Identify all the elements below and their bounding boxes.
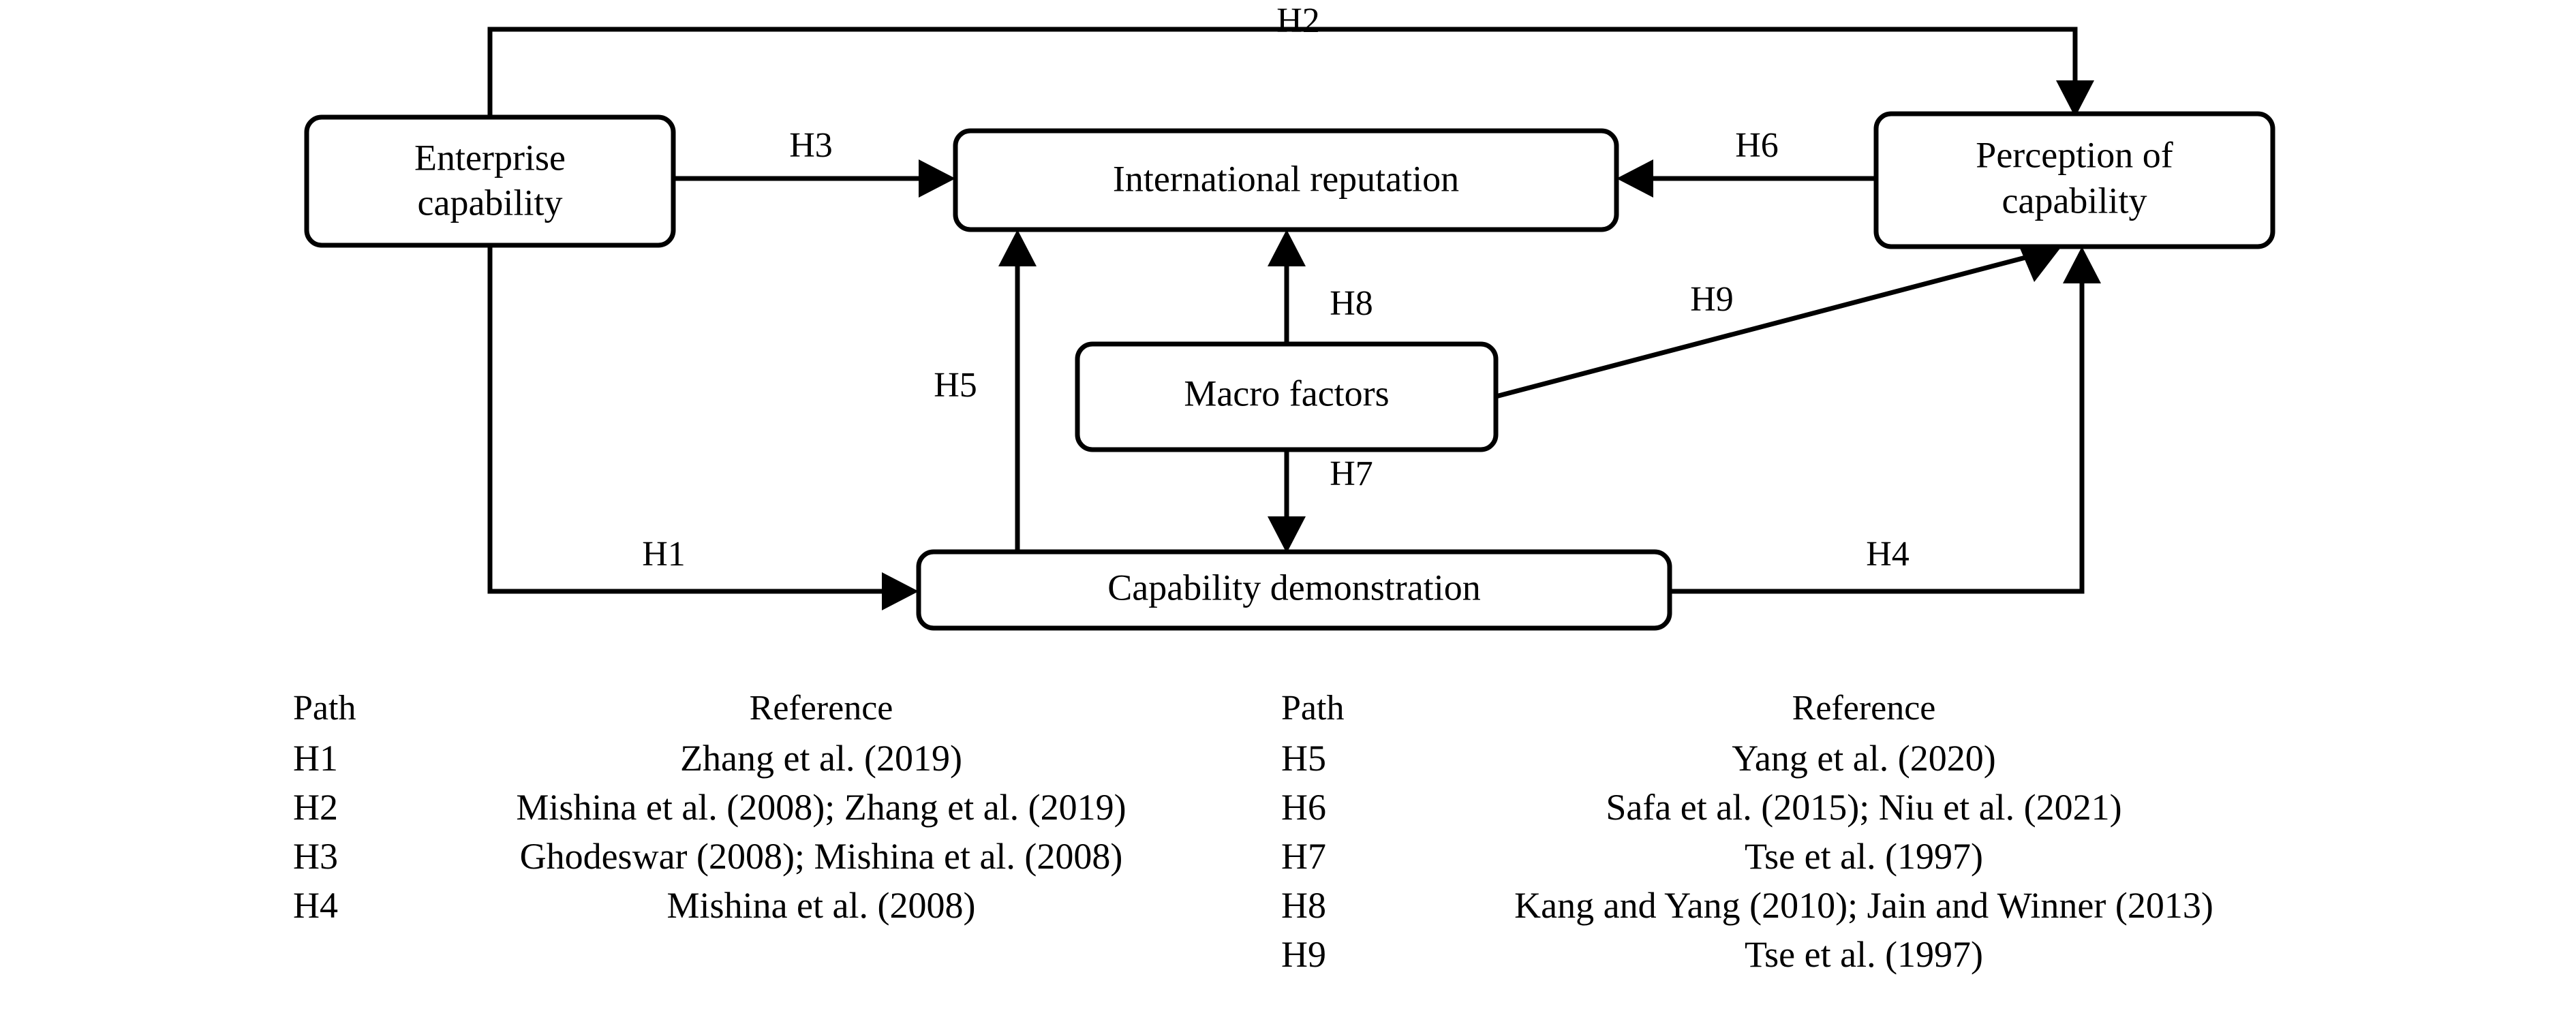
node-enterprise-capability-label-line1: Enterprise (414, 137, 566, 178)
edge-h9-label: H9 (1690, 280, 1734, 319)
reference-tables: Path Reference H1 Zhang et al. (2019) H2… (0, 688, 2576, 1028)
cell-path: H4 (293, 885, 338, 926)
edge-h8-label: H8 (1330, 284, 1373, 323)
table-header-row: Path Reference (1281, 688, 2344, 737)
cell-reference: Zhang et al. (2019) (680, 738, 962, 779)
edge-h1-label: H1 (642, 535, 686, 574)
node-international-reputation-label: International reputation (1113, 158, 1459, 199)
edge-h1-line (487, 245, 898, 594)
node-capability-demonstration-label: Capability demonstration (1107, 567, 1480, 608)
node-enterprise-capability-box[interactable] (304, 114, 676, 248)
cell-reference: Mishina et al. (2008); Zhang et al. (201… (516, 787, 1126, 828)
column-header-path: Path (1281, 689, 1345, 728)
cell-path: H7 (1281, 836, 1326, 877)
cell-path: H6 (1281, 787, 1326, 828)
edge-h1-arrowhead (882, 572, 919, 610)
cell-reference: Tse et al. (1997) (1744, 934, 1984, 975)
cell-reference: Ghodeswar (2008); Mishina et al. (2008) (519, 836, 1123, 877)
reference-table-left: Path Reference H1 Zhang et al. (2019) H2… (293, 688, 1247, 933)
table-row: H5 Yang et al. (2020) (1281, 737, 2344, 786)
table-row: H1 Zhang et al. (2019) (293, 737, 1247, 786)
cell-path: H1 (293, 738, 338, 779)
cell-path: H3 (293, 836, 338, 877)
edge-h6-label: H6 (1735, 126, 1779, 165)
edge-h1: H1 (487, 245, 919, 610)
edge-h6-arrowhead (1616, 159, 1653, 198)
edge-h4-label: H4 (1866, 535, 1910, 574)
node-enterprise-capability-label-line2: capability (418, 182, 563, 223)
node-perception-of-capability-label-line2: capability (2002, 180, 2147, 221)
column-header-reference: Reference (1792, 689, 1936, 728)
edge-h9-arrowhead (2019, 247, 2061, 282)
reference-table-right: Path Reference H5 Yang et al. (2020) H6 … (1281, 688, 2344, 982)
cell-reference: Kang and Yang (2010); Jain and Winner (2… (1514, 885, 2213, 926)
node-perception-of-capability-box[interactable] (1873, 111, 2275, 249)
edge-h9: H9 (1495, 247, 2061, 399)
edge-h4-arrowhead (2063, 247, 2101, 283)
edge-h4: H4 (1670, 247, 2101, 594)
edge-h7-arrowhead (1268, 516, 1306, 553)
node-macro-factors-label: Macro factors (1184, 373, 1389, 414)
cell-reference: Yang et al. (2020) (1732, 738, 1996, 779)
edge-h6: H6 (1616, 126, 1876, 198)
node-capability-demonstration-box[interactable] (916, 549, 1672, 631)
node-macro-factors[interactable]: Macro factors (1075, 341, 1499, 452)
cell-reference: Mishina et al. (2008) (666, 885, 976, 926)
table-row: H2 Mishina et al. (2008); Zhang et al. (… (293, 786, 1247, 835)
edge-h3-label: H3 (789, 126, 833, 165)
edge-h9-line (1495, 251, 2042, 399)
node-international-reputation-box[interactable] (953, 128, 1619, 232)
edge-h2-arrowhead (2056, 80, 2094, 117)
column-header-path: Path (293, 689, 356, 728)
node-perception-of-capability-label-line1: Perception of (1976, 134, 2173, 175)
cell-path: H8 (1281, 885, 1326, 926)
cell-path: H9 (1281, 934, 1326, 975)
cell-reference: Tse et al. (1997) (1744, 836, 1984, 877)
edge-h7: H7 (1268, 450, 1373, 553)
cell-path: H5 (1281, 738, 1326, 779)
edge-h3-arrowhead (919, 159, 955, 198)
edge-h8: H8 (1268, 230, 1373, 344)
table-row: H7 Tse et al. (1997) (1281, 835, 2344, 884)
column-header-reference: Reference (749, 689, 893, 728)
edge-h8-arrowhead (1268, 230, 1306, 266)
node-perception-of-capability[interactable]: Perception of capability (1873, 111, 2275, 249)
cell-reference: Safa et al. (2015); Niu et al. (2021) (1606, 787, 2122, 828)
table-row: H3 Ghodeswar (2008); Mishina et al. (200… (293, 835, 1247, 884)
edge-h2-line (487, 27, 2078, 117)
edge-h5-arrowhead (998, 230, 1037, 266)
table-row: H4 Mishina et al. (2008) (293, 884, 1247, 933)
table-row: H6 Safa et al. (2015); Niu et al. (2021) (1281, 786, 2344, 835)
cell-path: H2 (293, 787, 338, 828)
node-capability-demonstration[interactable]: Capability demonstration (916, 549, 1672, 631)
node-macro-factors-box[interactable] (1075, 341, 1499, 452)
node-enterprise-capability[interactable]: Enterprise capability (304, 114, 676, 248)
edge-h2: H2 (487, 1, 2094, 117)
edge-h2-label: H2 (1276, 1, 1320, 40)
edge-h7-label: H7 (1330, 454, 1373, 493)
edge-h4-line (1670, 272, 2085, 594)
table-header-row: Path Reference (293, 688, 1247, 737)
edge-h3: H3 (673, 126, 955, 198)
edge-h5: H5 (934, 230, 1037, 552)
edge-h5-label: H5 (934, 366, 977, 405)
table-row: H9 Tse et al. (1997) (1281, 933, 2344, 982)
table-row: H8 Kang and Yang (2010); Jain and Winner… (1281, 884, 2344, 933)
node-international-reputation[interactable]: International reputation (953, 128, 1619, 232)
